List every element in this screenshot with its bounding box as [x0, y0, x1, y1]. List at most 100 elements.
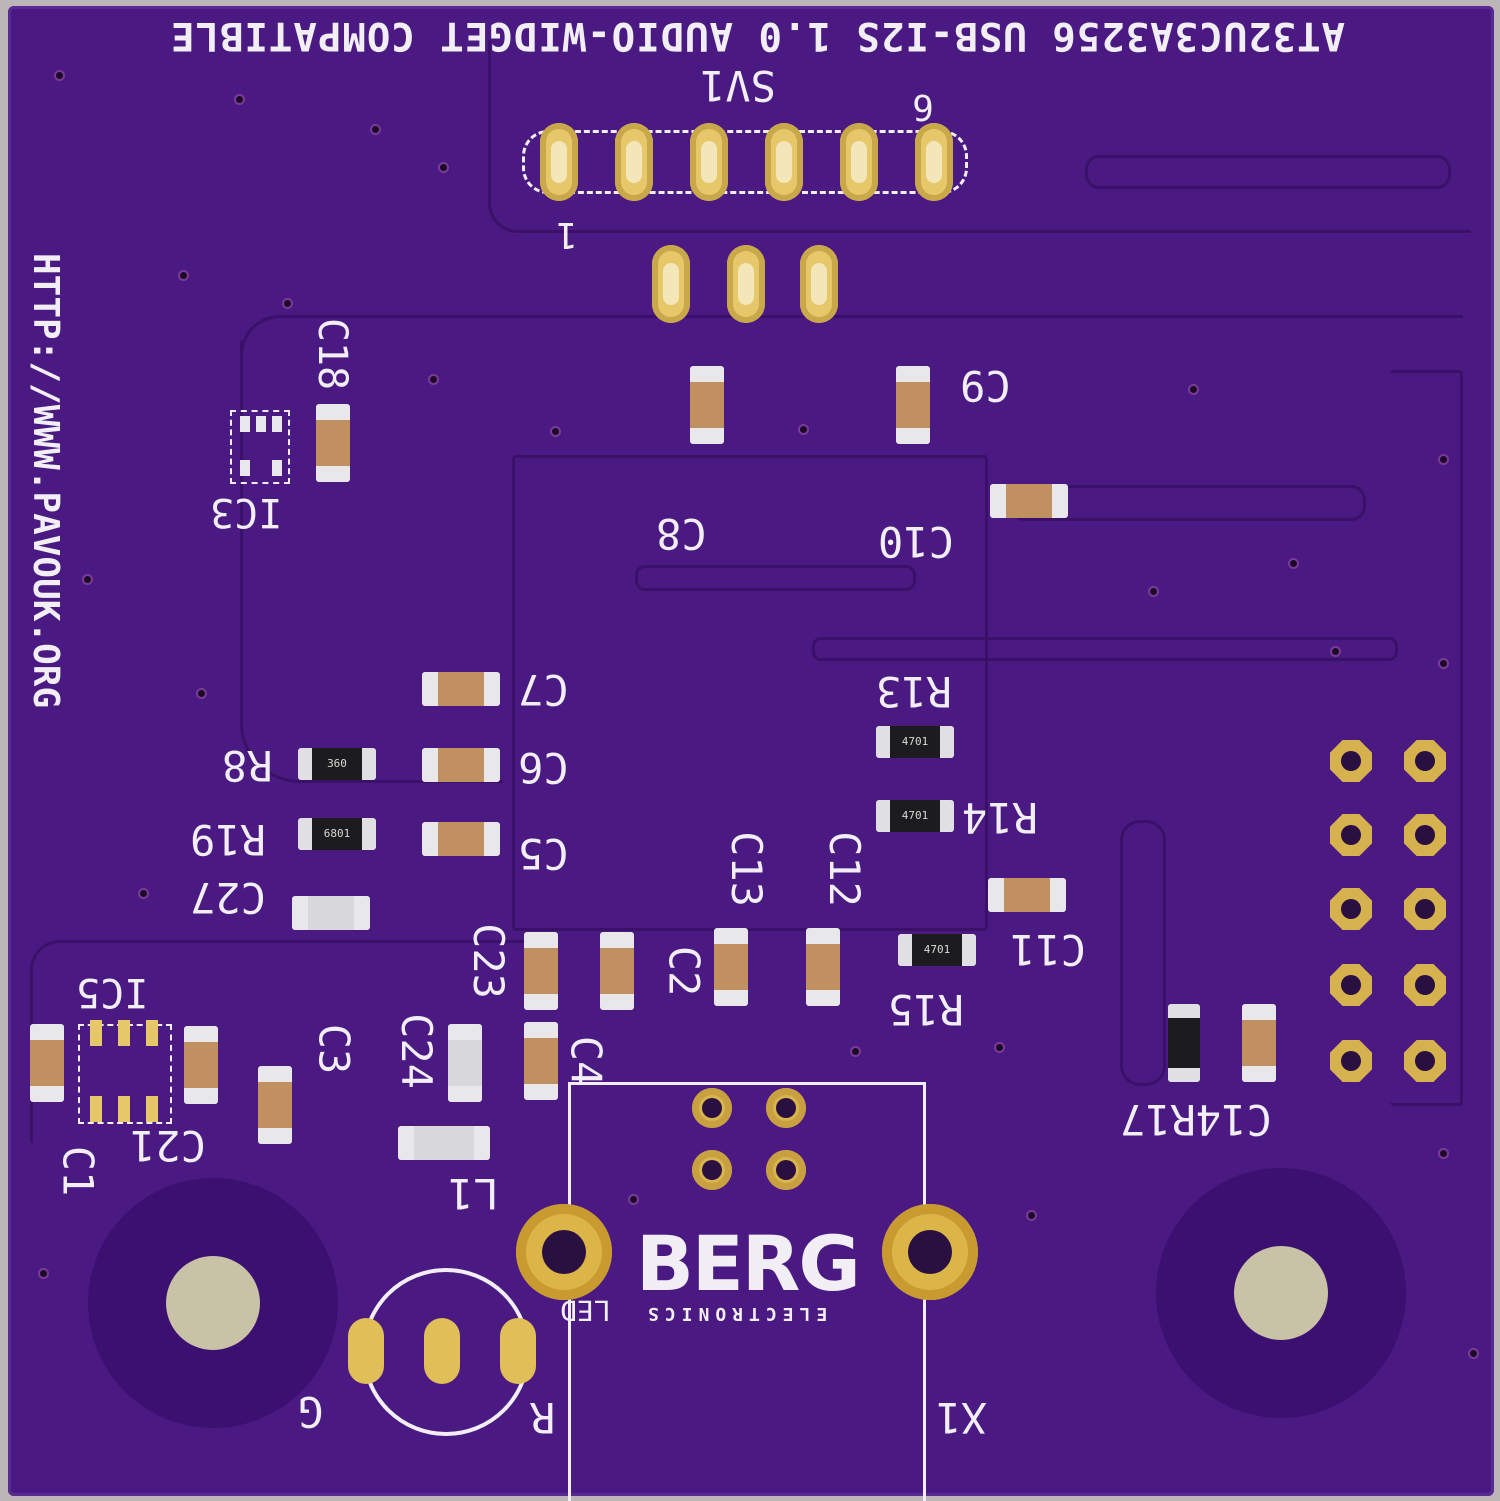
board-url: HTTP://WWW.PAVOUK.ORG	[25, 253, 66, 709]
header-pad	[1330, 964, 1372, 1006]
trace	[240, 340, 503, 783]
sv1-outline	[522, 130, 968, 194]
led-label: LED	[560, 1294, 611, 1327]
via	[1470, 1350, 1477, 1357]
header-pad	[1404, 740, 1446, 782]
sv1-label: SV1	[700, 61, 776, 110]
trace	[1085, 155, 1451, 189]
ic3-chip	[230, 410, 290, 484]
ic5-chip	[78, 1020, 172, 1124]
via	[84, 576, 91, 583]
c12-capacitor	[806, 928, 840, 1006]
via	[440, 164, 447, 171]
c6-label: C6	[518, 743, 569, 792]
r15-label: R15	[888, 985, 964, 1034]
l1-label: L1	[448, 1169, 499, 1218]
led-pad	[500, 1318, 536, 1384]
c11-capacitor	[988, 878, 1066, 912]
pad	[692, 1088, 732, 1128]
pad	[692, 1150, 732, 1190]
c1-capacitor	[30, 1024, 64, 1102]
c13-label: C13	[721, 831, 771, 907]
via	[1440, 1150, 1447, 1157]
capacitor	[896, 366, 930, 444]
via	[1028, 1212, 1035, 1219]
trace	[1120, 820, 1166, 1086]
via	[40, 1270, 47, 1277]
r14-label: R14	[962, 793, 1038, 842]
sv1-pad	[915, 123, 953, 201]
c4-capacitor	[524, 1022, 558, 1100]
r13-resistor: 4701	[876, 726, 954, 758]
c23-label: C23	[463, 923, 513, 999]
header-pad	[1404, 888, 1446, 930]
c9-label: C9	[960, 361, 1011, 410]
c14-capacitor	[1242, 1004, 1276, 1082]
pad	[766, 1150, 806, 1190]
c3-capacitor	[258, 1066, 292, 1144]
sv1-pad	[690, 123, 728, 201]
via	[284, 300, 291, 307]
c8-label: C8	[656, 509, 707, 558]
capacitor	[600, 932, 634, 1010]
berg-logo-subtitle: ELECTRONICS	[642, 1303, 828, 1324]
header-pad	[652, 245, 690, 323]
r19-resistor: 6801	[298, 818, 376, 850]
via	[1290, 560, 1297, 567]
c21-capacitor	[184, 1026, 218, 1104]
sv1-pad	[540, 123, 578, 201]
via	[1440, 456, 1447, 463]
r19-label: R19	[190, 815, 266, 864]
c13-capacitor	[714, 928, 748, 1006]
via	[180, 272, 187, 279]
sv1-pin1-label: 1	[556, 214, 578, 255]
c4-label: C4	[561, 1035, 611, 1087]
via	[800, 426, 807, 433]
via	[1440, 660, 1447, 667]
c7-capacitor	[422, 672, 500, 706]
c27-label: C27	[190, 873, 266, 922]
sv1-pad	[765, 123, 803, 201]
trace	[512, 455, 988, 931]
c24-capacitor	[448, 1024, 482, 1102]
via	[552, 428, 559, 435]
header-pad	[1330, 814, 1372, 856]
ic3-label: IC3	[210, 489, 283, 535]
c2-label: C2	[659, 945, 709, 997]
led-pad	[424, 1318, 460, 1384]
c5-capacitor	[422, 822, 500, 856]
header-pad	[727, 245, 765, 323]
via	[996, 1044, 1003, 1051]
r8-resistor: 360	[298, 748, 376, 780]
c14r17-label: C14R17	[1120, 1095, 1272, 1144]
header-pad	[1404, 964, 1446, 1006]
via	[430, 376, 437, 383]
header-pad	[1404, 1040, 1446, 1082]
header-pad	[1330, 1040, 1372, 1082]
capacitor	[524, 932, 558, 1010]
x1-pad-right	[882, 1204, 978, 1300]
c6-capacitor	[422, 748, 500, 782]
via	[1332, 648, 1339, 655]
berg-logo: BERG	[636, 1219, 861, 1308]
l1-inductor	[398, 1126, 490, 1160]
c18-label: C18	[309, 317, 356, 391]
x1-pad-left	[516, 1204, 612, 1300]
c21-label: C21	[130, 1121, 206, 1170]
ic5-label: IC5	[76, 969, 149, 1015]
via	[372, 126, 379, 133]
c24-label: C24	[391, 1013, 441, 1089]
c1-label: C1	[53, 1145, 103, 1197]
mounting-hole-left	[88, 1178, 338, 1428]
capacitor	[690, 366, 724, 444]
r8-label: R8	[222, 741, 273, 790]
c5-label: C5	[518, 829, 569, 878]
led-g-label: G	[298, 1387, 324, 1436]
led-pad	[348, 1318, 384, 1384]
c10-capacitor	[990, 484, 1068, 518]
r13-label: R13	[876, 667, 952, 716]
mounting-hole-right	[1156, 1168, 1406, 1418]
c10-label: C10	[878, 517, 954, 566]
sv1-pad	[840, 123, 878, 201]
via	[56, 72, 63, 79]
